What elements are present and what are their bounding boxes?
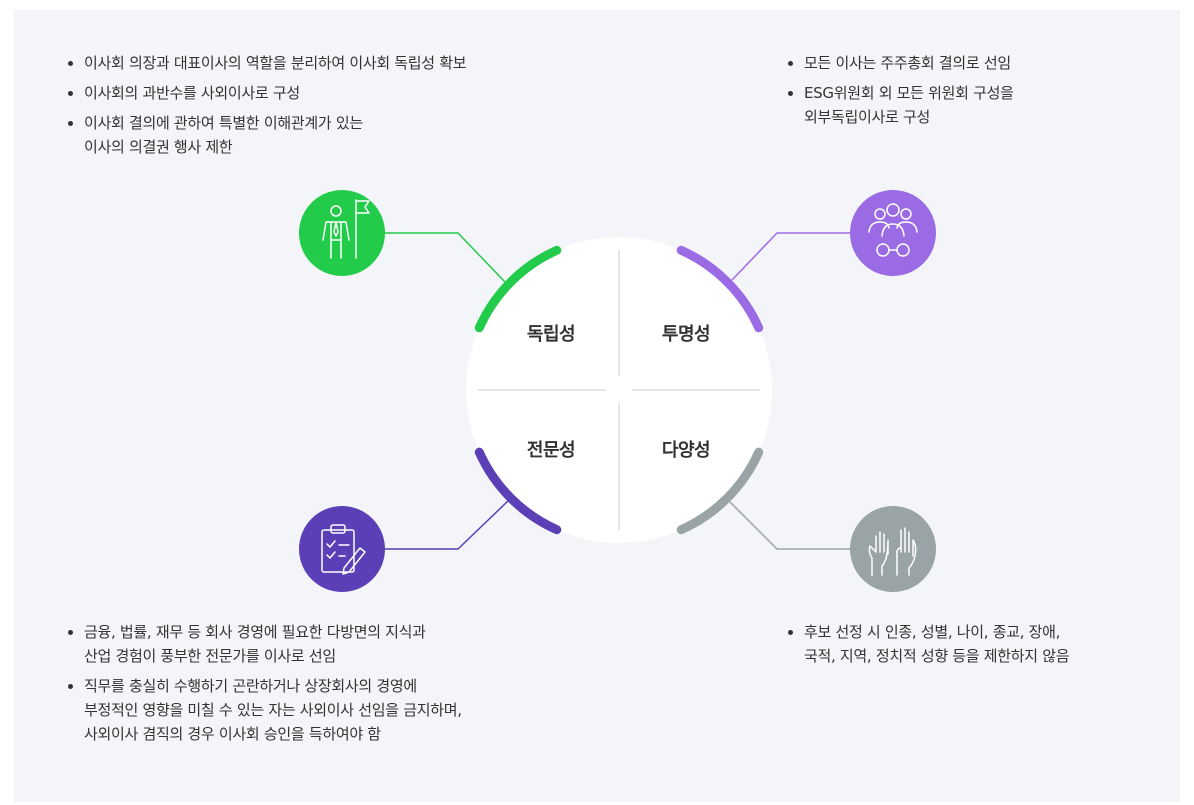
list-item: 직무를 충실히 수행하기 곤란하거나 상장회사의 경영에 부정적인 영향을 미칠… [64, 674, 462, 746]
list-item: 후보 선정 시 인종, 성별, 나이, 종교, 장애, 국적, 지역, 정치적 … [784, 620, 1070, 668]
list-item: 금융, 법률, 재무 등 회사 경영에 필요한 다방면의 지식과 산업 경험이 … [64, 620, 462, 668]
label-diversity: 다양성 [661, 440, 711, 461]
connector-transparency [731, 232, 850, 281]
connector-diversity [729, 501, 850, 550]
arc-transparency [676, 245, 764, 333]
list-item: ESG위원회 외 모든 위원회 구성을 외부독립이사로 구성 [784, 81, 1014, 129]
independence-bullet-list: 이사회 의장과 대표이사의 역할을 분리하여 이사회 독립성 확보 이사회의 과… [64, 51, 467, 165]
raised-hands-icon [850, 506, 936, 592]
label-independence: 독립성 [526, 324, 576, 345]
center-circle [466, 237, 772, 543]
label-expertise: 전문성 [526, 440, 576, 461]
diversity-bullet-list: 후보 선정 시 인종, 성별, 나이, 종교, 장애, 국적, 지역, 정치적 … [784, 620, 1070, 674]
person-with-flag-icon [299, 190, 385, 276]
clipboard-checklist-pen-icon [299, 506, 385, 592]
list-item: 이사회 결의에 관하여 특별한 이해관계가 있는 이사의 의결권 행사 제한 [64, 111, 466, 159]
arc-expertise [474, 447, 562, 535]
connector-independence [385, 232, 506, 283]
connector-expertise [385, 499, 510, 550]
list-item: 모든 이사는 주주총회 결의로 선임 [784, 51, 1014, 75]
label-transparency: 투명성 [661, 324, 711, 345]
list-item: 이사회 의장과 대표이사의 역할을 분리하여 이사회 독립성 확보 [64, 51, 467, 75]
arc-independence [474, 245, 562, 333]
expertise-bullet-list: 금융, 법률, 재무 등 회사 경영에 필요한 다방면의 지식과 산업 경험이 … [64, 620, 462, 752]
list-item: 이사회의 과반수를 사외이사로 구성 [64, 81, 466, 105]
arc-diversity [676, 447, 764, 535]
transparency-bullet-list: 모든 이사는 주주총회 결의로 선임 ESG위원회 외 모든 위원회 구성을 외… [784, 51, 1014, 135]
people-binoculars-icon [850, 190, 936, 276]
